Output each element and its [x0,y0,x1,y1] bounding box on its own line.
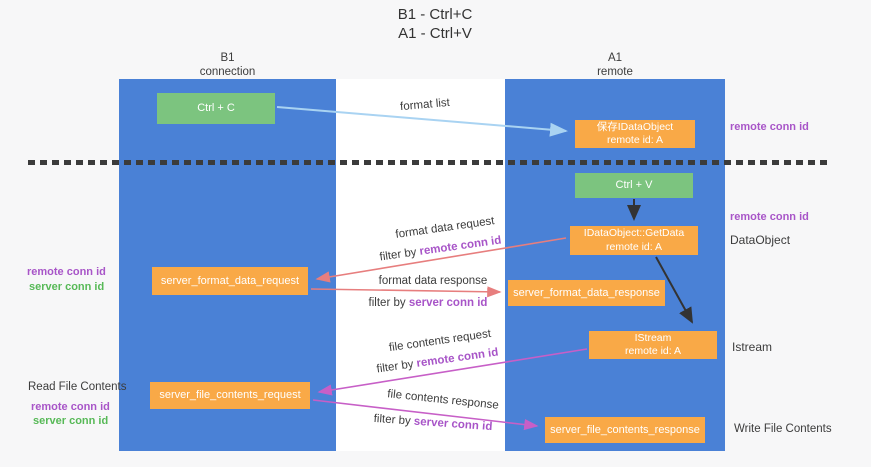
node-ctrl-v: Ctrl + V [575,173,693,198]
node-server-file-contents-response-label: server_file_contents_response [550,423,700,436]
filter-key-server-conn-id-1: server conn id [408,297,488,309]
lane-header-b1: B1 connection [119,51,336,80]
left-label-server-conn-id-1: server conn id [29,281,105,293]
lane-a1-subtitle: remote [597,66,633,79]
node-server-format-data-request: server_format_data_request [152,267,308,295]
left-label-read-file-contents: Read File Contents [28,381,127,393]
title-line-1: B1 - Ctrl+C [397,6,473,23]
right-label-istream: Istream [732,340,773,354]
left-label-remote-conn-id-1: remote conn id [27,266,106,278]
node-ctrl-v-label: Ctrl + V [615,179,653,192]
node-ctrl-c-label: Ctrl + C [197,102,235,115]
right-label-remote-conn-id-mid: remote conn id [730,211,809,223]
left-label-server-conn-id-2: server conn id [33,415,109,427]
label-format-data-response-filter: filter by server conn id [343,297,513,309]
node-istream: IStream remote id: A [589,331,717,359]
node-server-format-data-response-label: server_format_data_response [513,286,660,299]
title-line-2: A1 - Ctrl+V [398,24,472,42]
node-getdata-line2: remote id: A [605,240,663,253]
node-istream-line2: remote id: A [624,345,682,357]
node-idataobject-getdata: IDataObject::GetData remote id: A [570,226,698,255]
node-istream-line1: IStream [634,331,672,344]
node-server-format-data-response: server_format_data_response [508,280,665,306]
right-label-write-file-contents: Write File Contents [734,423,832,435]
lane-a1-title: A1 [607,52,623,64]
diagram-title: B1 - Ctrl+C A1 - Ctrl+V [300,6,570,44]
node-saved-idataobject-line2: remote id: A [606,134,664,146]
dashed-separator-line [28,160,830,165]
filter-by-text-2: filter by [368,297,409,309]
node-ctrl-c: Ctrl + C [157,93,275,124]
node-saved-idataobject-line1: 保存IDataObject [596,120,674,133]
node-getdata-line1: IDataObject::GetData [583,227,685,240]
lane-header-a1: A1 remote [505,51,725,80]
node-server-file-contents-request: server_file_contents_request [150,382,310,409]
right-label-remote-conn-id-top: remote conn id [730,121,809,133]
lane-b1-title: B1 [220,52,235,64]
lane-b1-subtitle: connection [199,66,256,79]
node-server-format-data-request-label: server_format_data_request [160,274,300,287]
right-label-dataobject: DataObject [730,233,791,247]
node-saved-idataobject: 保存IDataObject remote id: A [575,120,695,148]
node-server-file-contents-response: server_file_contents_response [545,417,705,443]
left-label-remote-conn-id-2: remote conn id [31,401,110,413]
label-format-data-response: format data response [378,275,488,287]
node-server-file-contents-request-label: server_file_contents_request [159,389,301,402]
